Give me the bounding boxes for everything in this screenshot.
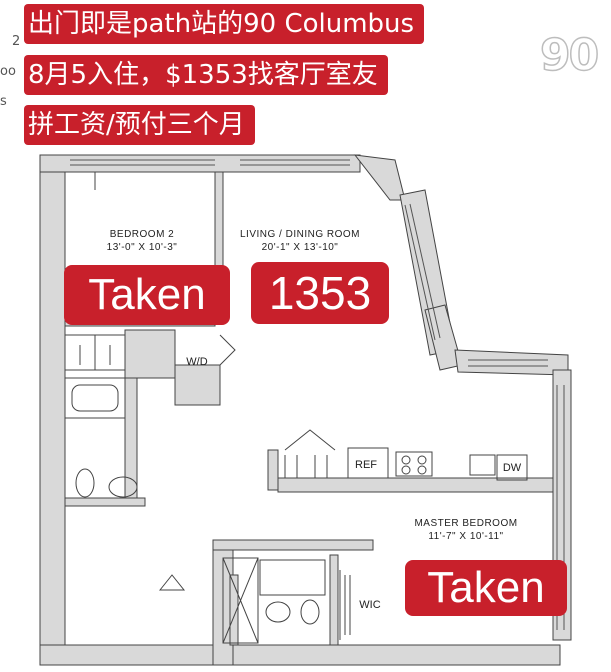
dishwasher-label: DW: [503, 462, 522, 474]
watermark-logo: 90: [539, 29, 600, 82]
fridge-label: REF: [355, 459, 377, 471]
bedroom2-dims: 13'-0" X 10'-3": [107, 242, 178, 253]
edge-text-2: oo: [0, 64, 16, 79]
living-price-tag: 1353: [251, 262, 389, 324]
walk-in-closet-label: WIC: [359, 599, 380, 611]
edge-text-1: 2: [12, 34, 21, 49]
living-dims: 20'-1" X 13'-10": [262, 242, 339, 253]
living-name: LIVING / DINING ROOM: [240, 229, 360, 240]
windows: [70, 159, 565, 630]
bedroom2-status-tag: Taken: [64, 265, 230, 325]
banner-line-1: 出门即是path站的90 Columbus: [24, 4, 425, 44]
master-name: MASTER BEDROOM: [414, 518, 517, 529]
master-dims: 11'-7" X 10'-11": [428, 531, 503, 542]
doors-and-fixtures: [64, 172, 528, 644]
washer-dryer-label: W/D: [186, 356, 207, 368]
edge-text-3: s: [0, 94, 7, 109]
master-status-tag: Taken: [405, 560, 567, 616]
banner-line-3: 拼工资/预付三个月: [24, 105, 255, 145]
banner-line-2: 8月5入住，$1353找客厅室友: [24, 55, 388, 95]
bedroom2-name: BEDROOM 2: [110, 229, 175, 240]
